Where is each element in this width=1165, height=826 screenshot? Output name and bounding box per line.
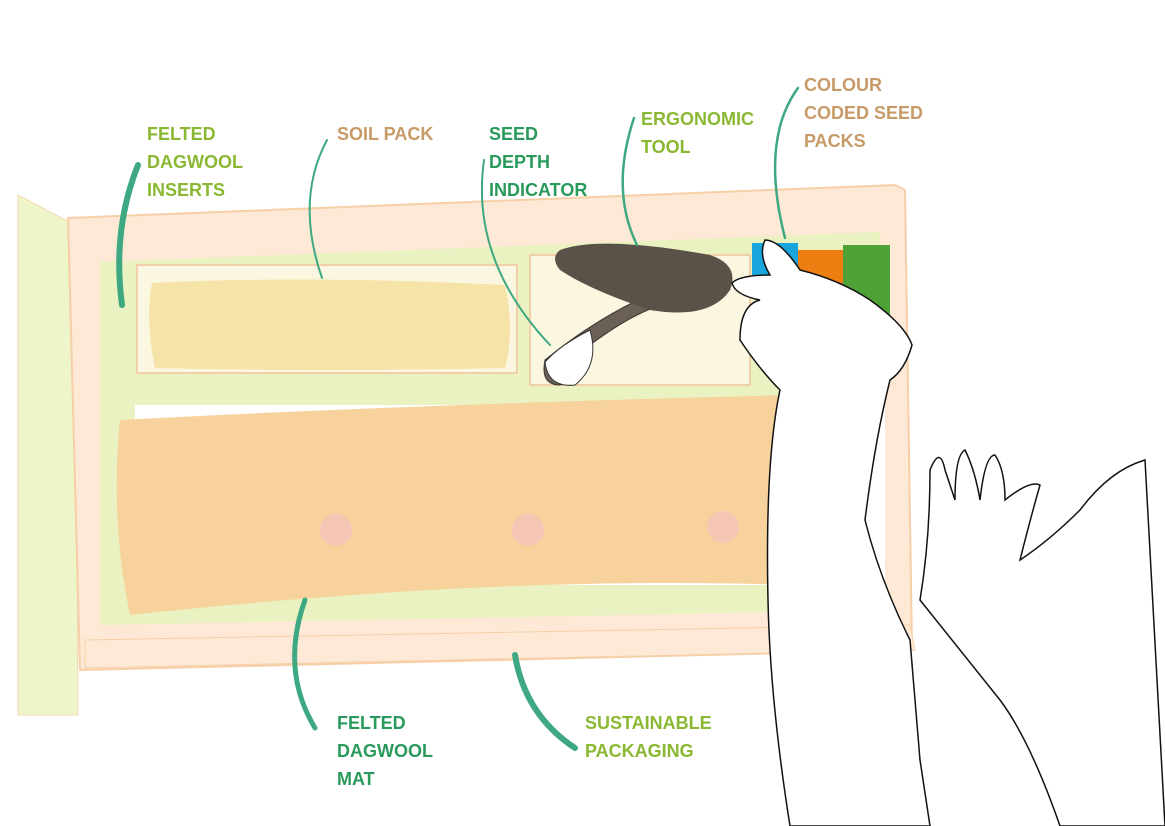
seed-hole: [512, 514, 544, 546]
label-seed-depth-indicator: SEED DEPTH INDICATOR: [489, 124, 587, 200]
hand-illustration: [731, 239, 1165, 826]
label-sustainable-packaging: SUSTAINABLE PACKAGING: [585, 713, 717, 761]
label-felted-dagwool-mat: FELTED DAGWOOL MAT: [337, 713, 438, 789]
label-soil-pack: SOIL PACK: [337, 124, 433, 144]
label-felted-dagwool-inserts: FELTED DAGWOOL INSERTS: [147, 124, 248, 200]
ergonomic-tool: [543, 243, 733, 386]
felted-dagwool-mat: [116, 395, 885, 615]
seed-hole: [707, 511, 739, 543]
label-ergonomic-tool: ERGONOMIC TOOL: [641, 109, 759, 157]
label-colour-coded-seed-packs: COLOUR CODED SEED PACKS: [804, 75, 928, 151]
leader-lines: [116, 86, 800, 751]
seed-hole: [320, 514, 352, 546]
soil-pack-compartment: [136, 264, 518, 374]
